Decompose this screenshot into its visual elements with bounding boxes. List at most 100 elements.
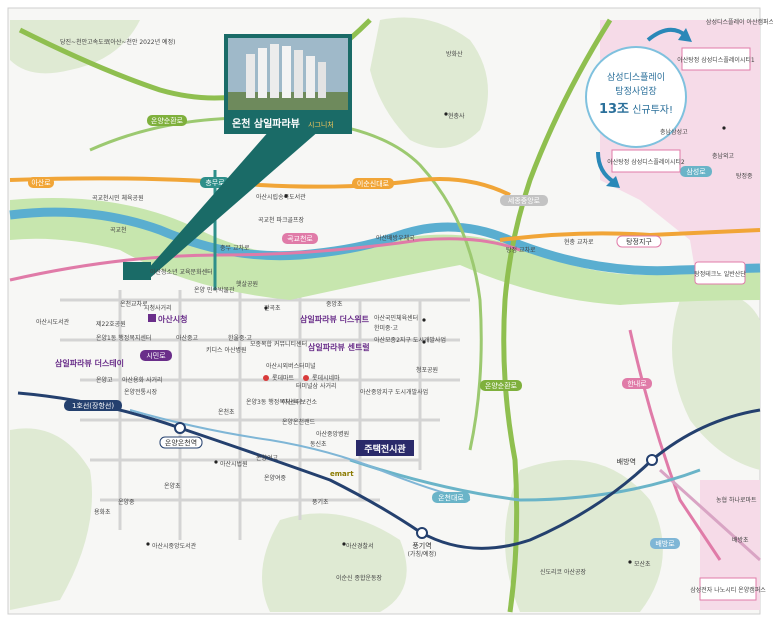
label-mosan-cho: 모산초 — [634, 560, 651, 568]
station-baebang-marker[interactable] — [646, 454, 658, 466]
label-chungnam-high: 충남삼성고 — [660, 128, 688, 136]
label-bangwhasan: 방화산 — [446, 50, 463, 58]
poi-dot — [722, 126, 726, 130]
pill-chungmu-text: 충무로 — [205, 178, 225, 187]
label-hanmi: 한미중·고 — [374, 324, 398, 332]
label-oncheon-cho: 온천초 — [218, 408, 235, 416]
pill-gokgyo-text: 곡교천로 — [287, 234, 313, 243]
label-asan-junggo: 아산중고 — [176, 334, 199, 342]
forest-north — [370, 17, 488, 148]
poi-dot — [342, 542, 346, 546]
label-asan-sports: 아산중앙병원 — [316, 430, 349, 438]
pill-asanro — [28, 177, 54, 188]
promo-arrow-bottom-icon — [596, 151, 616, 184]
forest-areas — [10, 17, 760, 612]
label-onyang-park: 온양온천랜드 — [282, 418, 316, 426]
callout-pointer — [140, 130, 320, 278]
poi-dot — [628, 560, 632, 564]
promo-rest: 신규투자! — [629, 104, 673, 116]
label-gwonguk: 관곡초 — [264, 304, 281, 312]
label-onyang-yj: 온양여중 — [264, 474, 287, 482]
road-pink-west — [9, 237, 521, 282]
forest-southwest — [10, 428, 92, 610]
label-asan-bogeon: 아산시 보건소 — [282, 398, 318, 406]
label-baebang-station: 배방역 — [617, 457, 636, 466]
pill-onyang-ring-n — [147, 115, 187, 126]
photo-tower — [294, 50, 303, 98]
label-asan-police: 아산경찰서 — [346, 542, 374, 550]
forest-southeast — [505, 460, 663, 612]
photo-tower — [318, 62, 326, 98]
poi-dot — [284, 194, 288, 198]
label-sigeori: 시청사거리 — [144, 304, 172, 312]
label-chungmu-jct: 충무 교차로 — [220, 244, 250, 252]
label-asan-south: 아산중앙지구 도시개발사업 — [360, 388, 428, 396]
poi-dots — [146, 112, 726, 564]
poi-dot — [146, 542, 150, 546]
label-asan-hp: 아산청소년 교육문화센터 — [150, 268, 213, 276]
pill-onchun — [432, 492, 470, 503]
pill-line1-text: 1호선(장항선) — [72, 401, 114, 410]
road-sejong-green — [501, 18, 613, 613]
pill-sejong — [500, 195, 548, 206]
label-onyang-yo: 온양여고 — [256, 454, 279, 462]
pill-gokgyo — [282, 233, 318, 244]
label-yongwha: 용화초 — [94, 509, 111, 516]
promo-circle — [585, 46, 687, 148]
box-samsung-city2 — [611, 149, 681, 173]
label-sindori: 신도리코 아산공장 — [540, 568, 587, 576]
label-asan-lab: 아산배방우체국 — [376, 234, 415, 242]
label-gokgyo-park2: 곡교천 파크골프장 — [258, 216, 305, 224]
pill-baebang-road — [650, 538, 680, 549]
label-dongdong: 동신초 — [310, 440, 327, 448]
road-pink-east — [628, 329, 722, 561]
pill-sinmin — [140, 350, 172, 361]
label-gokgyo-park: 곡교천시민 체육공원 — [92, 194, 144, 202]
river-greenbelt — [10, 198, 760, 305]
poi-dot — [444, 112, 448, 116]
pill-tangjeong-text: 탕정지구 — [626, 237, 652, 246]
forest-south — [262, 513, 407, 612]
pill-sejong-text: 세종중앙로 — [508, 196, 541, 205]
pill-asanro-text: 아산로 — [31, 178, 51, 187]
label-pungi-cho: 풍기초 — [312, 498, 329, 506]
photo-tower — [282, 46, 291, 98]
place-labels: 방화산 현충사 곡교천시민 체육공원 곡교천 아산시립송곡도서관 곡교천 파크골… — [36, 50, 757, 582]
label-hyeonchung-jct: 현충 교차로 — [564, 238, 594, 246]
pill-line1 — [64, 400, 122, 411]
pill-isunsin — [352, 178, 394, 189]
station-onyang-marker[interactable] — [174, 422, 186, 434]
photo-tower — [258, 48, 267, 98]
label-je22: 제22호공원 — [96, 320, 126, 328]
box-samsung-bottom — [699, 577, 757, 601]
callout-tag: 시그니처 — [308, 120, 334, 129]
label-asan-court: 아산시법원 — [220, 460, 248, 468]
pill-hannae — [622, 378, 652, 389]
pill-sinmin-text: 시민로 — [146, 351, 166, 360]
label-asan-hunter: 아산용화 사거리 — [122, 376, 163, 384]
promo-line1: 삼성디스플레이 — [607, 72, 665, 83]
label-dangjin: 당진~천안고속도로 — [60, 38, 110, 46]
road-pink-east2 — [658, 468, 762, 562]
pill-onchun-text: 온천대로 — [438, 493, 464, 502]
label-samsung-city2: 아산탕정 삼성디스플레이시티2 — [607, 158, 685, 166]
label-onyang-market: 온양전통시장 — [124, 388, 158, 396]
callout-photo — [228, 38, 348, 110]
city-hall-icon[interactable] — [148, 314, 156, 322]
label-emart: emart — [330, 470, 354, 478]
showroom-box[interactable] — [356, 440, 414, 456]
forest-northwest — [10, 20, 140, 74]
label-complex-destiny: 삼일파라뷰 더스테이 — [55, 358, 124, 368]
label-showroom: 주택전시관 — [364, 443, 406, 455]
label-complex-central: 삼일파라뷰 센트럴 — [308, 342, 370, 352]
pill-onyang-ring-n-text: 온양순환로 — [151, 116, 184, 125]
label-samsung-bottom: 삼성전자 나노시티 온양캠퍼스 — [690, 586, 766, 594]
label-onchun-jct: 온천교차로 — [120, 300, 148, 308]
complex-site-marker[interactable] — [123, 262, 151, 280]
station-pungi-marker[interactable] — [416, 527, 428, 539]
promo-arrow-top-head-icon — [678, 28, 692, 42]
label-kidos: 키디스 아산병원 — [206, 346, 247, 354]
photo-tower — [306, 56, 315, 98]
promo-arrow-bottom-head-icon — [606, 176, 620, 188]
